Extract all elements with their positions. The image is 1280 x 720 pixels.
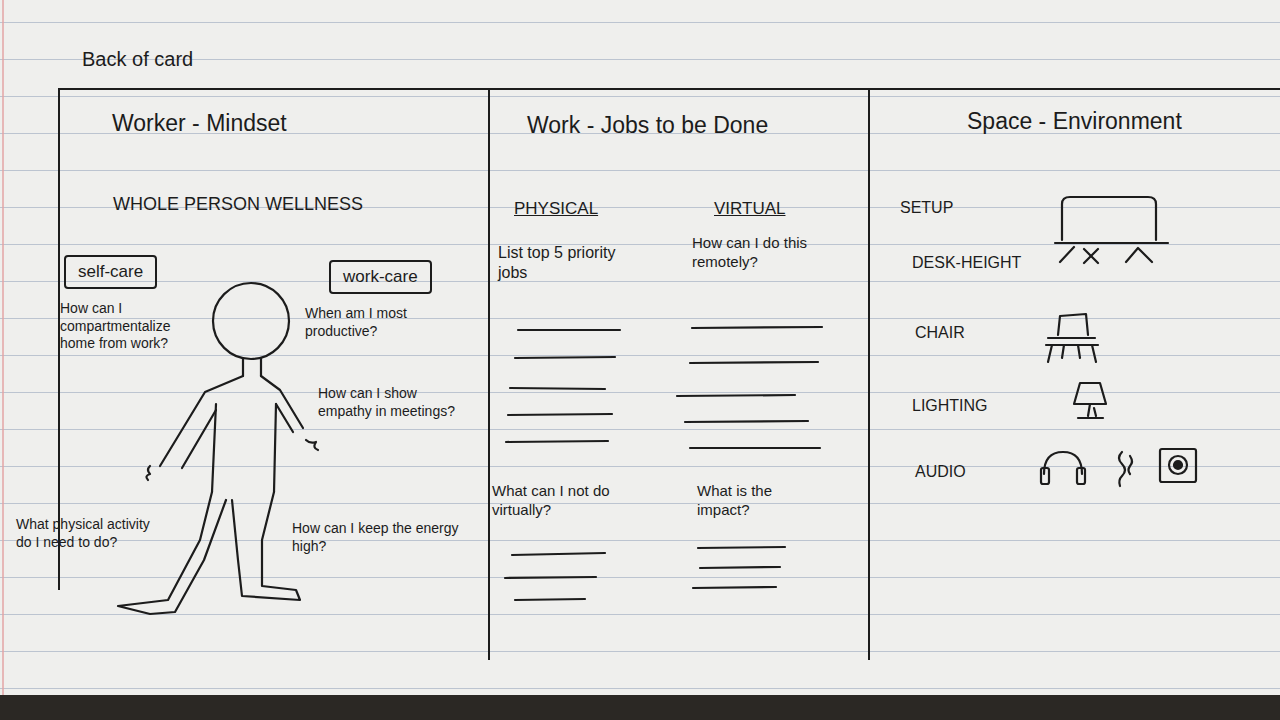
stick-figure	[212, 404, 216, 492]
audio-icons	[1169, 456, 1187, 474]
desk-icon	[1084, 249, 1098, 263]
desk-icon	[1060, 247, 1074, 262]
blank-answer-lines	[690, 362, 818, 363]
tag-label: work-care	[343, 267, 418, 287]
column-panel: Space - Environment	[870, 90, 1280, 660]
blank-answer-lines	[690, 447, 820, 449]
note-text: When am I most productive?	[305, 305, 460, 340]
audio-icons	[1041, 449, 1196, 486]
lamp-icon	[1078, 417, 1103, 419]
blank-answer-lines	[508, 414, 612, 415]
blank-answer-lines	[693, 587, 776, 588]
stick-figure	[146, 466, 150, 480]
lamp-icon	[1094, 408, 1096, 416]
note-text: What physical activity do I need to do?	[16, 516, 151, 551]
lamp-icon	[1088, 404, 1090, 416]
note-text: SETUP	[900, 198, 953, 218]
chair-icon	[1048, 337, 1095, 339]
lamp-icon	[1074, 383, 1106, 418]
margin-line	[3, 0, 4, 695]
note-text: How can I do this remotely?	[692, 234, 852, 272]
heading-text: Work - Jobs to be Done	[527, 112, 768, 139]
blank-answer-lines	[512, 553, 605, 555]
tag-box: work-care	[329, 260, 432, 294]
chair-icon	[1058, 314, 1088, 335]
blank-answer-lines	[506, 441, 608, 442]
stick-figure	[274, 404, 276, 492]
note-text: PHYSICAL	[514, 198, 598, 219]
chair-icon	[1046, 314, 1098, 362]
heading-text: Back of card	[82, 48, 193, 71]
chair-icon	[1048, 345, 1052, 362]
margin-line	[2, 0, 4, 695]
stick-figure	[160, 376, 243, 466]
desk-icon	[1084, 249, 1098, 263]
blank-answer-lines	[692, 327, 822, 328]
chair-icon	[1046, 344, 1098, 346]
blank-answer-lines	[515, 599, 585, 600]
note-text: How can I keep the energy high?	[292, 520, 462, 555]
audio-icons	[1119, 452, 1125, 486]
blank-answer-lines	[698, 547, 785, 548]
chair-icon	[1092, 345, 1096, 362]
note-text: VIRTUAL	[714, 198, 786, 219]
note-text: How can I compartmentalize home from wor…	[60, 300, 205, 353]
audio-icons	[1041, 468, 1049, 484]
stick-figure	[118, 492, 226, 614]
card-outline: Back of cardWorker - Mindsetself-carewor…	[58, 88, 1280, 590]
column-panel: Work - Jobs to be Done	[490, 90, 870, 660]
stick-figure	[261, 376, 303, 428]
blank-answer-lines	[700, 567, 780, 568]
note-text: What is the impact?	[697, 482, 827, 520]
blank-answer-lines	[505, 327, 822, 600]
stick-figure	[213, 283, 289, 359]
heading-text: Space - Environment	[967, 108, 1182, 135]
tag-box: self-care	[64, 255, 157, 289]
stick-figure	[232, 492, 300, 600]
chair-icon	[1078, 345, 1080, 358]
column-panel: Worker - Mindset self-care work-care	[60, 90, 490, 660]
note-text: CHAIR	[915, 323, 965, 343]
blank-answer-lines	[510, 388, 605, 389]
heading-text: Worker - Mindset	[112, 110, 287, 137]
desk-icon	[1126, 248, 1152, 262]
blank-answer-lines	[677, 395, 795, 396]
stick-figure	[182, 410, 216, 468]
audio-icons	[1174, 461, 1182, 469]
note-text: LIGHTING	[912, 396, 988, 416]
note-text: How can I show empathy in meetings?	[318, 385, 468, 420]
blank-answer-lines	[518, 329, 620, 331]
note-text: WHOLE PERSON WELLNESS	[113, 193, 363, 216]
desk-surface	[0, 695, 1280, 720]
audio-icons	[1160, 449, 1196, 482]
note-text: AUDIO	[915, 462, 966, 482]
desk-icon	[1055, 242, 1168, 244]
stick-figure	[242, 358, 244, 376]
note-text: DESK-HEIGHT	[912, 253, 1021, 273]
desk-icon	[1055, 197, 1168, 263]
blank-answer-lines	[685, 421, 808, 422]
blank-answer-lines	[515, 357, 615, 358]
lamp-icon	[1074, 383, 1106, 404]
audio-icons	[1077, 468, 1085, 484]
tag-label: self-care	[78, 262, 143, 282]
desk-icon	[1062, 197, 1156, 240]
stick-figure	[260, 358, 262, 376]
audio-icons	[1129, 456, 1133, 474]
stick-figure	[276, 404, 293, 432]
stick-figure	[306, 440, 318, 450]
note-text: List top 5 priority jobs	[498, 243, 633, 283]
blank-answer-lines	[505, 577, 596, 578]
note-text: What can I not do virtually?	[492, 482, 667, 520]
chair-icon	[1062, 345, 1064, 358]
